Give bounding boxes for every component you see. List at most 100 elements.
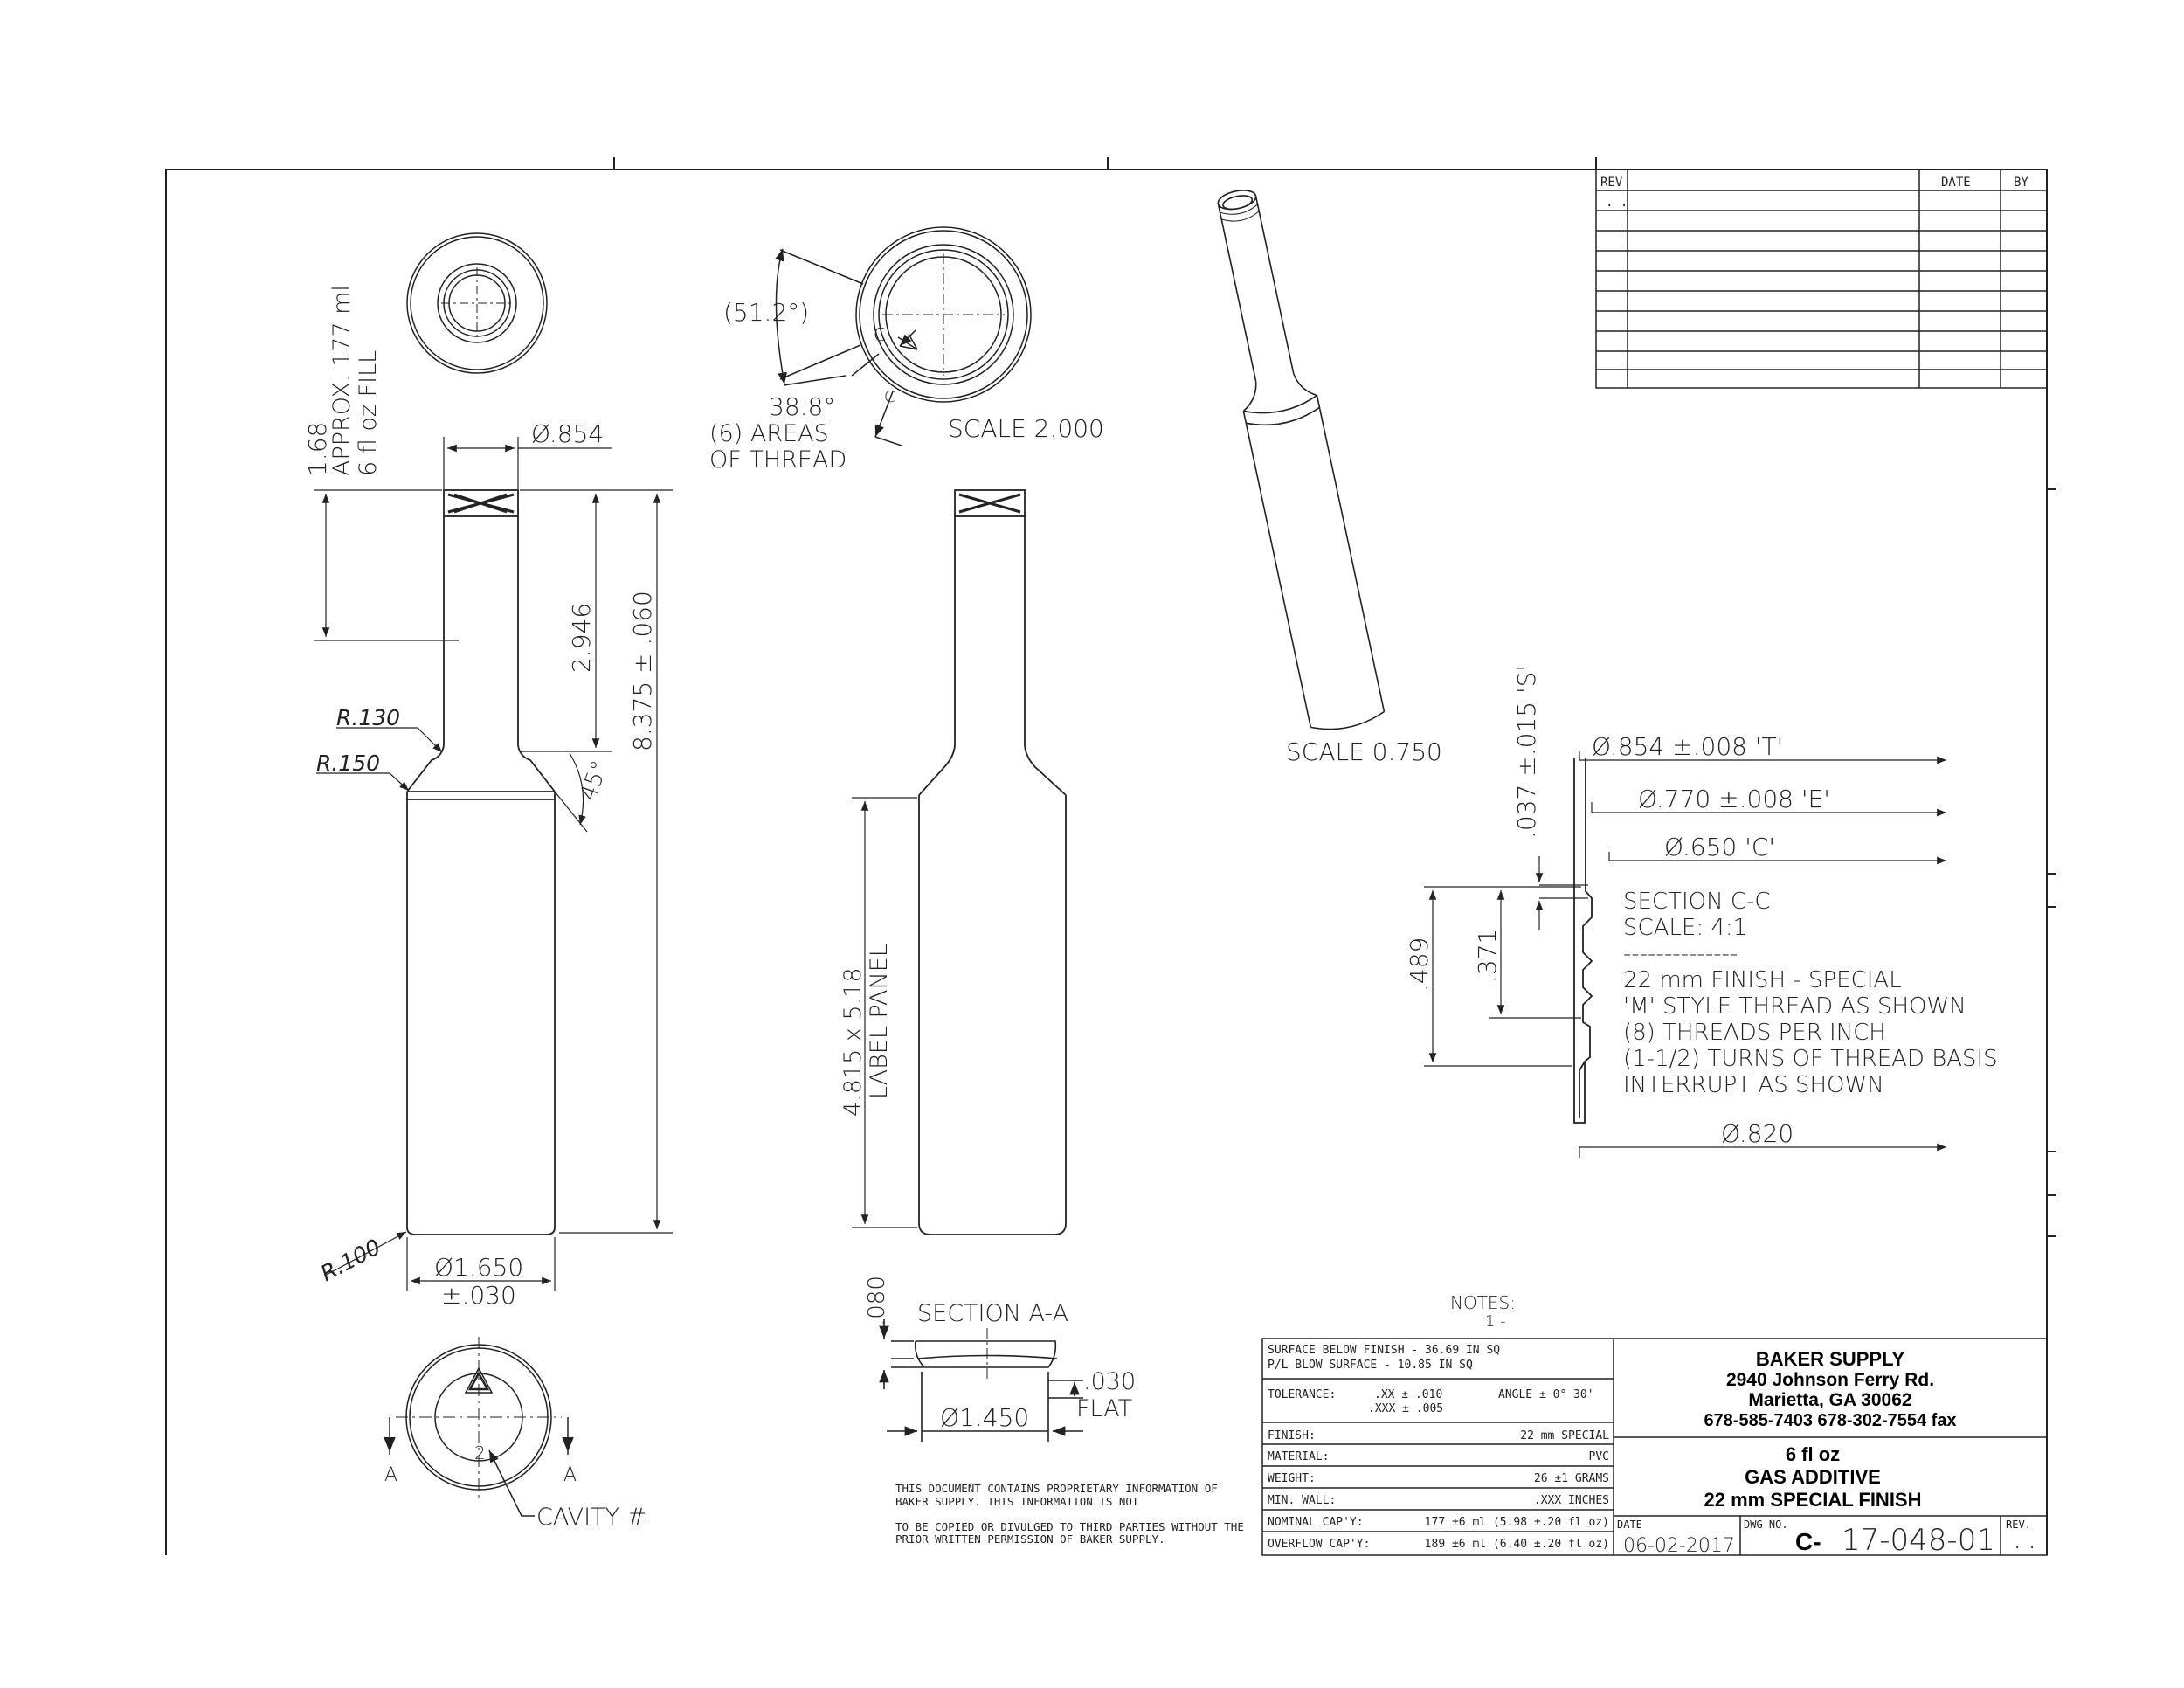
cc-note-line: SCALE: 4:1 (1623, 915, 1747, 941)
height-489-dim: .489 (1405, 937, 1434, 992)
t-diameter-dim: Ø.854 ±.008 'T' (1592, 732, 1783, 761)
product-size: 6 fl oz (1786, 1443, 1840, 1465)
section-aa-title: SECTION A-A (917, 1300, 1068, 1327)
proprietary-line: THIS DOCUMENT CONTAINS PROPRIETARY INFOR… (895, 1482, 1218, 1495)
pl-blow-surface: P/L BLOW SURFACE - 10.85 IN SQ (1268, 1359, 1473, 1372)
rev-value: . . (2014, 1538, 2035, 1552)
tolerance-angle: ANGLE ± 0° 30' (1498, 1388, 1594, 1401)
cavity-number: 2 (474, 1442, 486, 1463)
section-aa-profile (879, 1319, 1083, 1442)
finish-label: FINISH: (1268, 1429, 1316, 1442)
rev-label: REV. (2006, 1519, 2031, 1531)
min-wall-label: MIN. WALL: (1268, 1494, 1336, 1507)
front-view-bottle (918, 489, 1067, 1235)
cc-note-line: INTERRUPT AS SHOWN (1623, 1072, 1884, 1098)
neck-diameter-dim: Ø.854 (531, 419, 604, 448)
iso-scale: SCALE 0.750 (1286, 737, 1442, 766)
product-finish: 22 mm SPECIAL FINISH (1704, 1489, 1922, 1511)
notes-item: 1 - (1485, 1312, 1506, 1331)
flat-030-dim: .030 (1083, 1368, 1136, 1395)
isometric-bottle (1217, 190, 1386, 730)
cc-note-line: 22 mm FINISH - SPECIAL (1623, 967, 1902, 993)
material-label: MATERIAL: (1268, 1450, 1329, 1463)
side-view-bottle (406, 489, 556, 1235)
revision-table (1595, 169, 2048, 389)
top-view (406, 232, 548, 374)
weight-value: 26 ±1 GRAMS (1534, 1472, 1609, 1485)
title-block (1261, 1338, 2048, 1556)
proprietary-line: PRIOR WRITTEN PERMISSION OF BAKER SUPPLY… (895, 1532, 1165, 1546)
depth-080-dim: .080 (864, 1276, 890, 1326)
body-diameter-dim: Ø1.650 (434, 1253, 523, 1282)
thread-angle: 38.8° (769, 392, 835, 421)
tolerance-xxx: .XXX ± .005 (1368, 1402, 1443, 1415)
date-header: DATE (1941, 176, 1971, 190)
fill-approx-label: APPROX. 177 ml (328, 285, 356, 476)
base-diameter-dim: Ø1.450 (940, 1403, 1029, 1432)
e-diameter-dim: Ø.770 ±.008 'E' (1638, 785, 1830, 813)
r130-label: R.130 (336, 705, 400, 730)
section-c-label-top: C (874, 324, 886, 345)
dwg-prefix: C- (1795, 1528, 1821, 1555)
min-wall-value: .XXX INCHES (1534, 1494, 1609, 1507)
side-view-dimensions (314, 437, 673, 1291)
cc-note-line: SECTION C-C (1623, 889, 1771, 915)
fill-height-dim: 1.68 (303, 422, 332, 476)
neck-height-dim: 2.946 (567, 603, 596, 673)
proprietary-notice: THIS DOCUMENT CONTAINS PROPRIETARY INFOR… (895, 1482, 1244, 1546)
cc-note-line: (1-1/2) TURNS OF THREAD BASIS (1623, 1046, 1998, 1072)
total-height-dim: 8.375 ± .060 (628, 591, 657, 751)
by-header: BY (2014, 176, 2028, 190)
thread-areas-label2: OF THREAD (709, 446, 847, 474)
cc-note-line: -------------- (1623, 941, 1738, 967)
weight-label: WEIGHT: (1268, 1472, 1316, 1485)
body-diameter-tol: ±.030 (441, 1281, 516, 1310)
company-name: BAKER SUPPLY (1756, 1348, 1905, 1370)
label-panel-label: LABEL PANEL (866, 944, 893, 1099)
dwg-no-label: DWG NO. (1744, 1519, 1788, 1531)
finish-value: 22 mm SPECIAL (1520, 1429, 1609, 1442)
height-371-dim: .371 (1473, 929, 1502, 983)
shoulder-angle-label: 45° (575, 758, 613, 805)
company-address2: Marietta, GA 30062 (1748, 1390, 1911, 1410)
rev-header: REV (1600, 176, 1623, 190)
flat-label: FLAT (1076, 1395, 1132, 1422)
s-dim: .037 ±.015 'S' (1512, 665, 1541, 839)
bottom-view (384, 1337, 574, 1517)
material-value: PVC (1589, 1450, 1609, 1463)
section-a-right: A (563, 1464, 577, 1486)
d820-dim: Ø.820 (1721, 1119, 1794, 1148)
section-c-label-bottom: C (884, 388, 895, 406)
nominal-capacity-label: NOMINAL CAP'Y: (1268, 1516, 1364, 1529)
date-label: DATE (1617, 1519, 1642, 1531)
r100-label: R.100 (316, 1234, 384, 1286)
cavity-label: CAVITY # (536, 1504, 646, 1531)
notes-label: NOTES: (1450, 1292, 1516, 1313)
company-phone: 678-585-7403 678-302-7554 fax (1704, 1411, 1956, 1430)
proprietary-line: BAKER SUPPLY. THIS INFORMATION IS NOT (895, 1495, 1139, 1508)
dwg-number: 17-048-01 (1842, 1523, 1995, 1558)
label-panel-dim: 4.815 x 5.18 (840, 967, 867, 1117)
label-panel-dimension (852, 797, 917, 1228)
cc-note-line: (8) THREADS PER INCH (1623, 1020, 1886, 1046)
tolerance-label: TOLERANCE: (1268, 1388, 1336, 1401)
thread-areas-label: (6) AREAS (709, 420, 829, 447)
finish-scale: SCALE 2.000 (948, 414, 1104, 443)
product-name: GAS ADDITIVE (1745, 1466, 1881, 1488)
proprietary-line: TO BE COPIED OR DIVULGED TO THIRD PARTIE… (895, 1520, 1244, 1533)
date-value: 06-02-2017 (1623, 1535, 1735, 1557)
section-cc-profile (1573, 758, 1593, 1124)
finish-top-view (775, 226, 1032, 446)
rev-first-row: . . (1606, 196, 1628, 210)
nominal-capacity-value: 177 ±6 ml (5.98 ±.20 fl oz) (1425, 1516, 1609, 1529)
fill-oz-label: 6 fl oz FILL (355, 350, 382, 476)
section-a-left: A (384, 1464, 397, 1486)
section-cc-dimensions (1424, 751, 1946, 1158)
company-address1: 2940 Johnson Ferry Rd. (1726, 1370, 1934, 1390)
section-cc-notes: SECTION C-C SCALE: 4:1 -------------- 22… (1623, 889, 1998, 1098)
tolerance-xx: .XX ± .010 (1374, 1388, 1442, 1401)
overflow-capacity-value: 189 ±6 ml (6.40 ±.20 fl oz) (1425, 1538, 1609, 1551)
c-diameter-dim: Ø.650 'C' (1664, 833, 1775, 861)
cc-note-line: 'M' STYLE THREAD AS SHOWN (1623, 993, 1966, 1020)
